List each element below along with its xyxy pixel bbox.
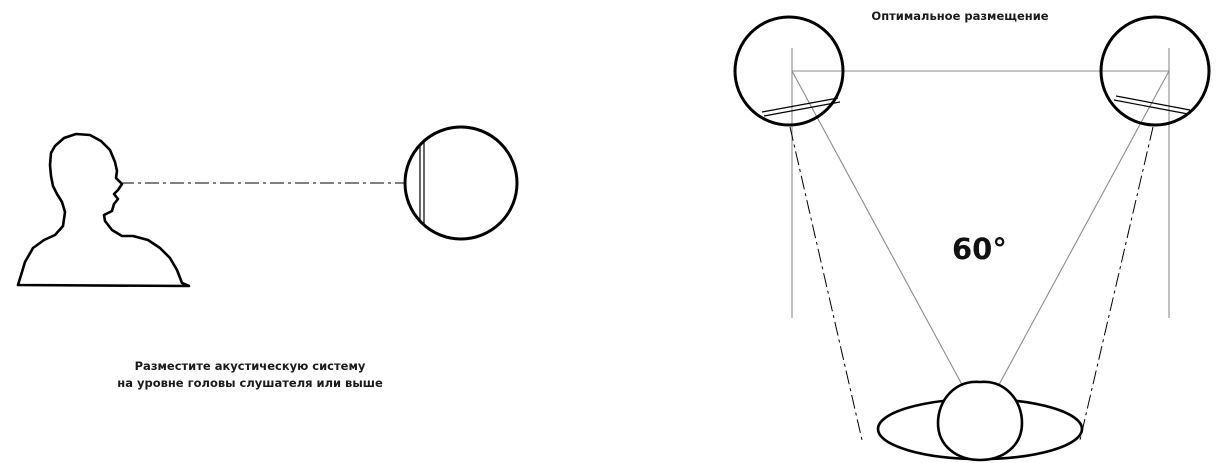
triangle-left-edge [792,71,966,392]
placement-height-caption: Разместите акустическую систему на уровн… [60,358,440,392]
right-dispersion-line [1080,127,1153,440]
angle-label: 60° [952,232,1007,266]
listener-silhouette [18,134,189,286]
optimal-placement-title: Оптимальное размещение [830,9,1090,23]
left-panel [18,127,517,286]
left-dispersion-line [790,127,862,440]
caption-line-2: на уровне головы слушателя или выше [60,375,440,392]
speaker-side-view [405,127,517,239]
listener-head-top-view [938,382,1022,460]
triangle-right-edge [995,71,1169,392]
caption-line-1: Разместите акустическую систему [60,358,440,375]
